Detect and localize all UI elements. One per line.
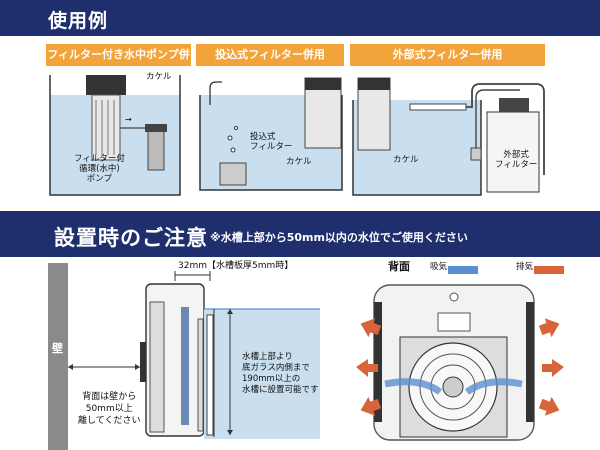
intake-arrow-right (464, 378, 523, 395)
panel3-cooler-label: カケル (393, 155, 419, 165)
back-label: 背面 (388, 260, 410, 273)
intake-arrow-left (384, 378, 443, 395)
cooler-back-view (373, 284, 535, 441)
panel-external-diagram (352, 77, 545, 196)
intake-label: 吸気 (430, 262, 448, 272)
exhaust-swatch (534, 266, 564, 274)
dimension-label: 32mm【水槽板厚5mm時】 (178, 261, 294, 271)
external-filter-unit (486, 111, 540, 193)
caution-title: 設置時のご注意 (54, 226, 208, 250)
usage-diagrams: → (49, 75, 545, 196)
caution-note: ※水槽上部から50mm以内の水位でご使用ください (210, 231, 468, 244)
panel1-cooler-label: カケル (146, 72, 172, 82)
wall-note: 背面は壁から 50mm以上 離してください (78, 392, 141, 426)
pump-unit (147, 129, 165, 171)
intake-swatch (448, 266, 478, 274)
panel2-filter-label: 投込式 フィルター (250, 132, 293, 152)
panel1-pump-label: フィルター付 循環(水中) ポンプ (74, 154, 125, 184)
tab-insert-filter: 投込式フィルター併用 (196, 44, 344, 66)
exhaust-arrows (356, 318, 564, 416)
insert-filter-unit (219, 162, 247, 186)
wall-shape (48, 263, 68, 450)
exhaust-label: 排気 (516, 262, 534, 272)
tank-side-view (204, 308, 320, 439)
usage-header: 使用例 (0, 0, 600, 36)
tab-external-filter: 外部式フィルター併用 (350, 44, 545, 66)
wall-label: 壁 (52, 342, 63, 355)
panel3-filter-label: 外部式 フィルター (495, 150, 538, 170)
panel-insert-diagram (199, 77, 343, 191)
panel2-cooler-label: カケル (286, 157, 312, 167)
cooler-side-view (140, 283, 205, 437)
usage-title: 使用例 (48, 10, 109, 32)
cooler-unit-1 (86, 75, 126, 95)
svg-text:→: → (125, 115, 132, 124)
tab-pump: フィルター付き水中ポンプ併用 (46, 44, 191, 83)
panel-pump-diagram: → (49, 75, 181, 196)
water-note: 水槽上部より 底ガラス内側まで 190mm以上の 水槽に設置可能です (242, 352, 319, 395)
caution-header: 設置時のご注意 ※水槽上部から50mm以内の水位でご使用ください (0, 211, 600, 257)
caution-diagrams (48, 263, 564, 450)
